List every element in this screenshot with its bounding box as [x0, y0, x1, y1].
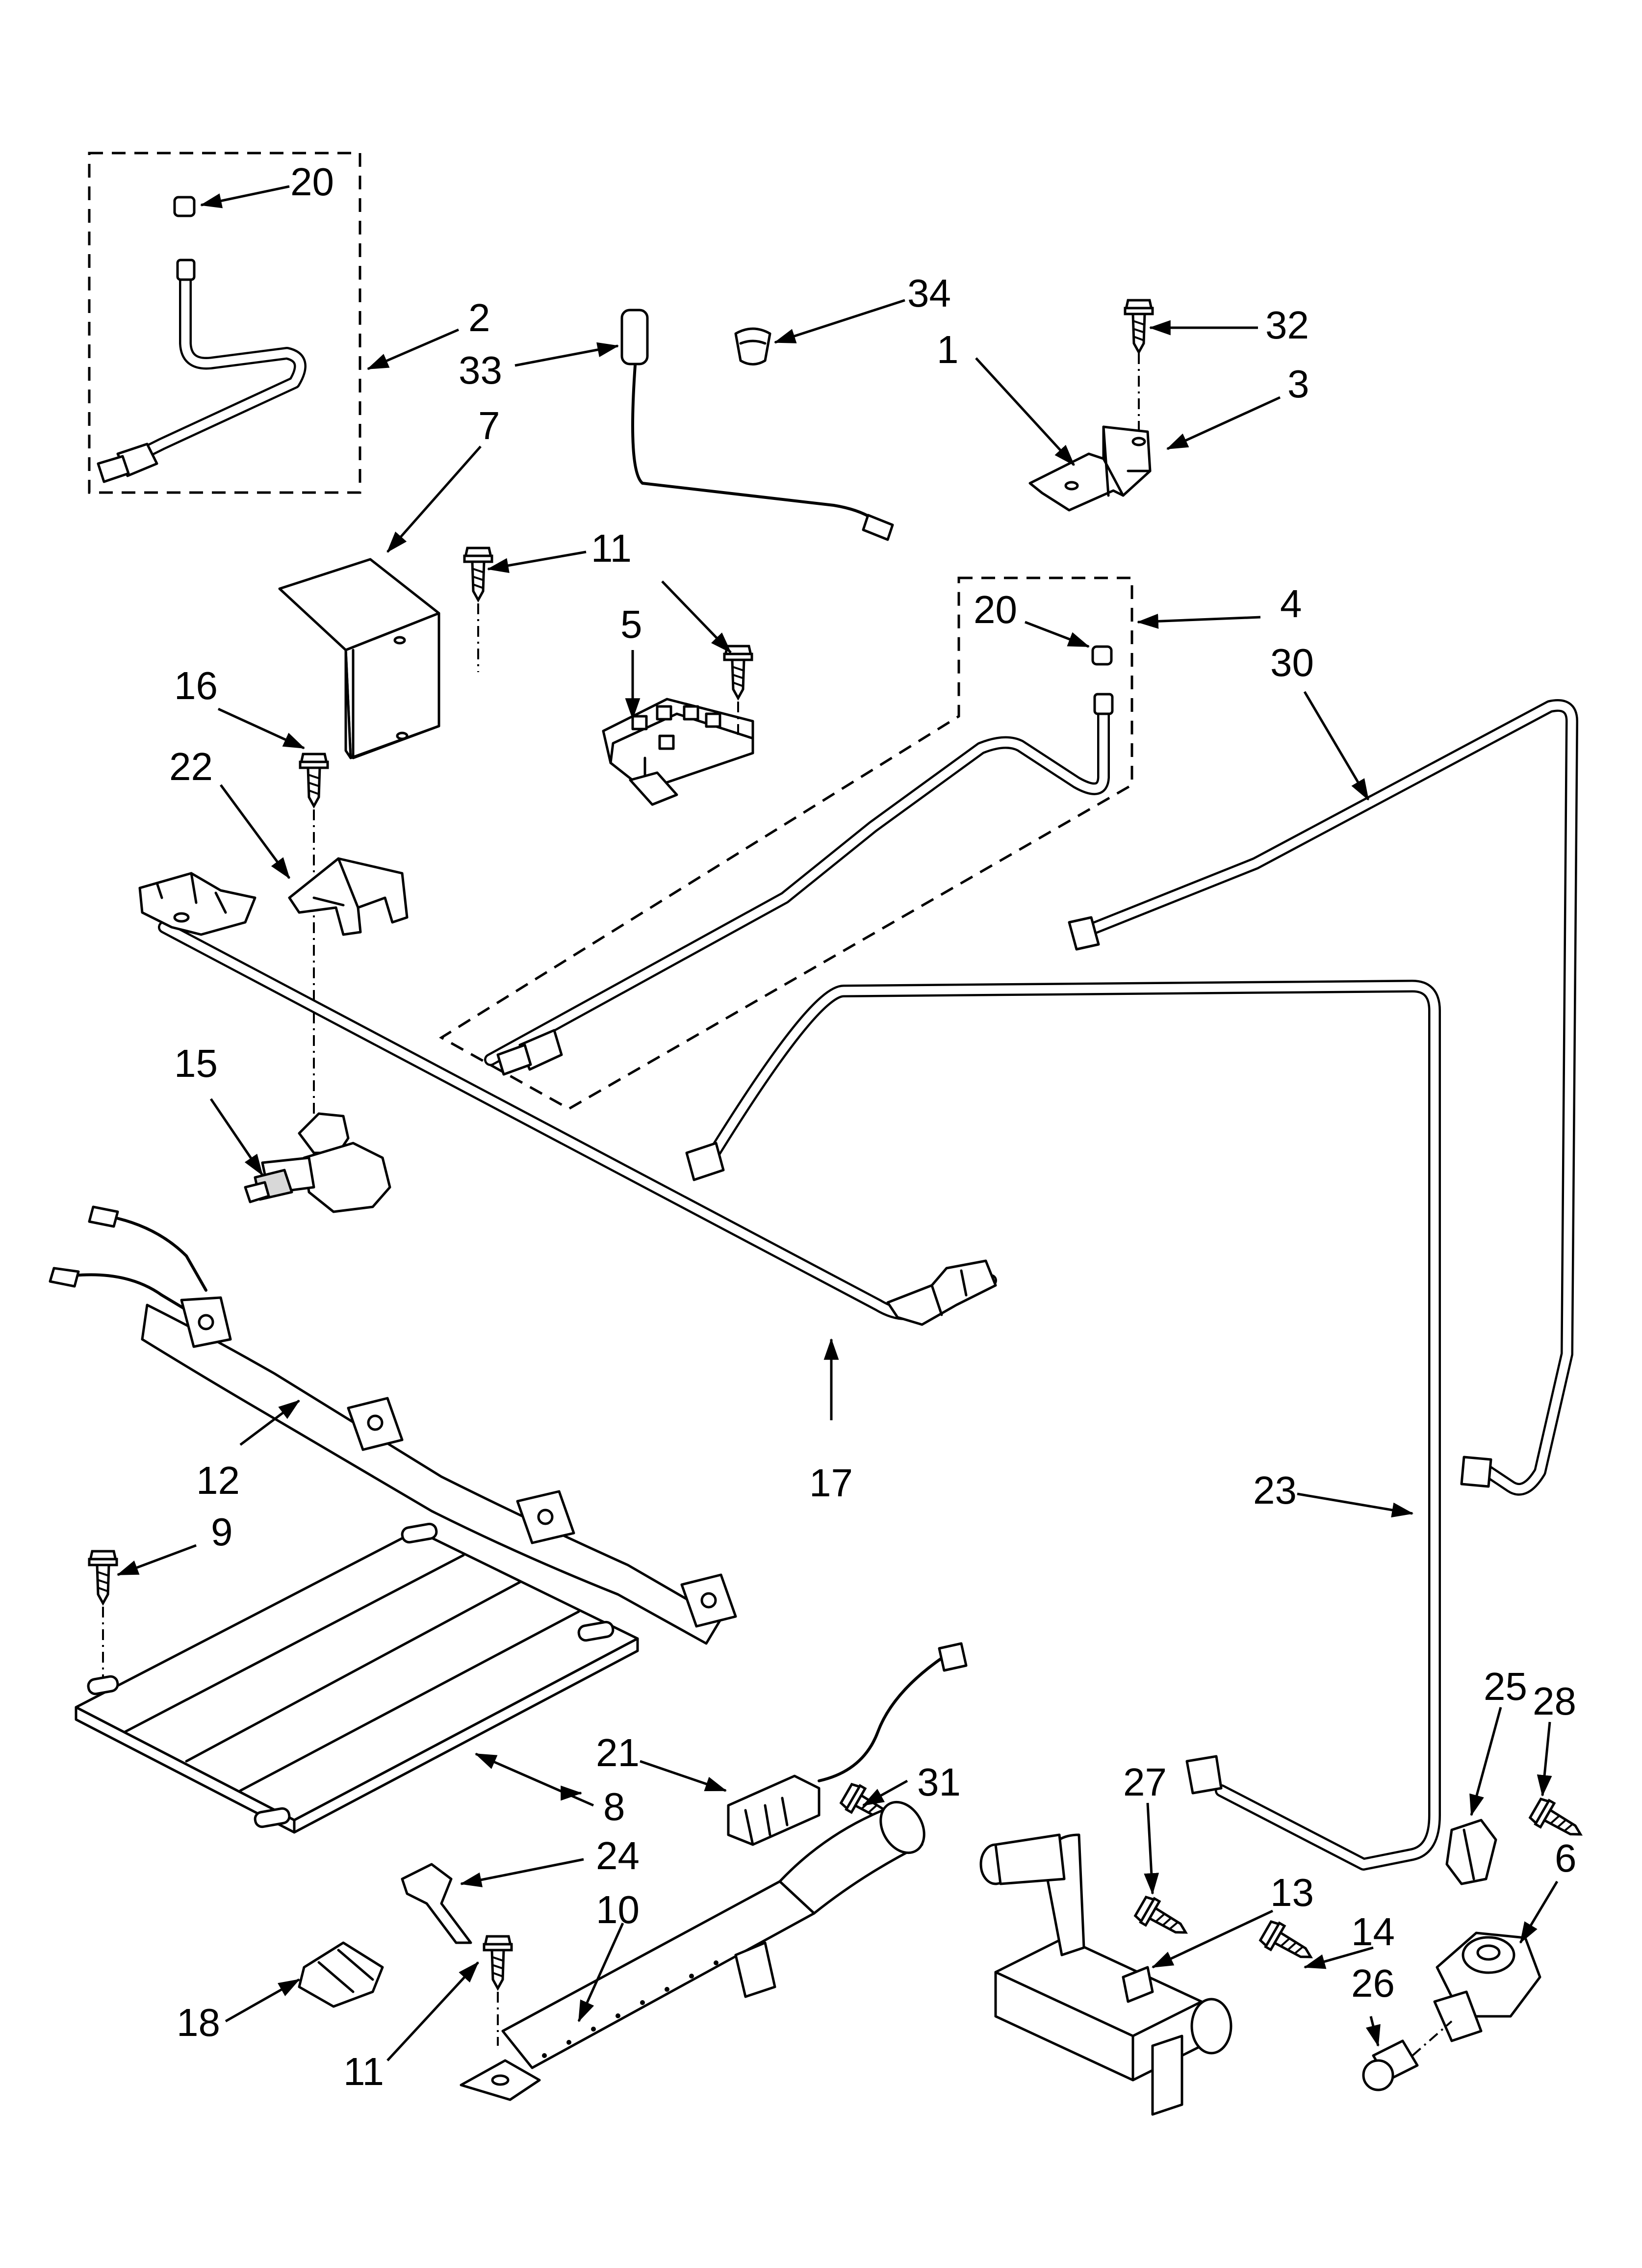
- part-3-bracket: [1028, 425, 1152, 512]
- part-22-bracket: [288, 857, 409, 936]
- label-7: 7: [478, 404, 500, 447]
- part-7-cover: [278, 558, 440, 759]
- part-25-bracket: [1445, 1819, 1497, 1885]
- label-20b: 20: [974, 588, 1017, 631]
- label-1: 1: [937, 328, 959, 371]
- part-5-module: [602, 698, 754, 806]
- label-3: 3: [1287, 362, 1309, 406]
- label-22: 22: [169, 745, 213, 788]
- label-30: 30: [1270, 641, 1314, 684]
- label-31: 31: [917, 1760, 961, 1804]
- label-15: 15: [174, 1042, 218, 1085]
- label-23: 23: [1253, 1468, 1297, 1512]
- part-30-line: [1068, 699, 1578, 1496]
- label-25: 25: [1484, 1665, 1527, 1708]
- label-32: 32: [1265, 303, 1309, 347]
- part-6-regulator: [1433, 1931, 1541, 2042]
- part-27-screw: [1134, 1895, 1193, 1944]
- label-16: 16: [174, 664, 218, 707]
- part-12-harness: [49, 1205, 737, 1645]
- label-28: 28: [1533, 1679, 1576, 1723]
- part-20-cap-b: [1091, 645, 1113, 666]
- part-10-burner: [460, 1800, 925, 2101]
- label-24: 24: [596, 1834, 640, 1877]
- part-9-screw: [89, 1551, 117, 1603]
- label-8: 8: [603, 1785, 625, 1828]
- part-11-screw-c: [484, 1936, 512, 1988]
- part-18-clip: [298, 1941, 384, 2008]
- part-32-screw: [1125, 300, 1153, 352]
- label-26: 26: [1351, 1961, 1395, 2005]
- label-2: 2: [468, 296, 490, 339]
- part-17-manifold: [138, 872, 997, 1326]
- part-33-wire: [620, 309, 894, 541]
- label-12: 12: [196, 1459, 240, 1502]
- leader-lines: [116, 185, 1559, 2061]
- part-15-valve: [244, 1112, 391, 1213]
- part-11-screw-b: [724, 646, 752, 698]
- part-4-tube-kit: [439, 576, 1133, 1110]
- label-5: 5: [620, 602, 642, 646]
- label-17: 17: [809, 1461, 853, 1505]
- callout-labels: 20 2 33 34 1 32 3 7 11 5 20 4 30 16 22 1…: [169, 160, 1577, 2093]
- part-2-tube-kit: [88, 152, 361, 494]
- part-13-body: [979, 1833, 1232, 2116]
- label-9: 9: [211, 1510, 233, 1554]
- part-11-screw-a: [464, 548, 492, 600]
- part-34-grommet: [734, 327, 771, 365]
- label-11a: 11: [591, 526, 632, 570]
- part-20-cap-a: [173, 196, 196, 217]
- label-6: 6: [1555, 1836, 1577, 1880]
- label-27: 27: [1123, 1760, 1167, 1804]
- part-26-fitting: [1362, 2039, 1419, 2091]
- part-14-screw: [1259, 1919, 1318, 1969]
- label-18: 18: [177, 2001, 220, 2044]
- part-24-clip: [401, 1863, 472, 1944]
- label-11b: 11: [343, 2050, 384, 2093]
- part-16-screw: [300, 754, 328, 806]
- label-13: 13: [1270, 1871, 1314, 1914]
- label-34: 34: [907, 271, 951, 315]
- label-21: 21: [596, 1731, 640, 1774]
- part-8-plate: [75, 1522, 639, 1834]
- label-10: 10: [596, 1888, 640, 1931]
- label-4: 4: [1280, 582, 1302, 626]
- part-21-ignitor: [727, 1642, 968, 1846]
- label-33: 33: [459, 348, 502, 392]
- part-23-line: [685, 980, 1441, 1871]
- label-20a: 20: [290, 160, 334, 204]
- label-14: 14: [1351, 1910, 1395, 1954]
